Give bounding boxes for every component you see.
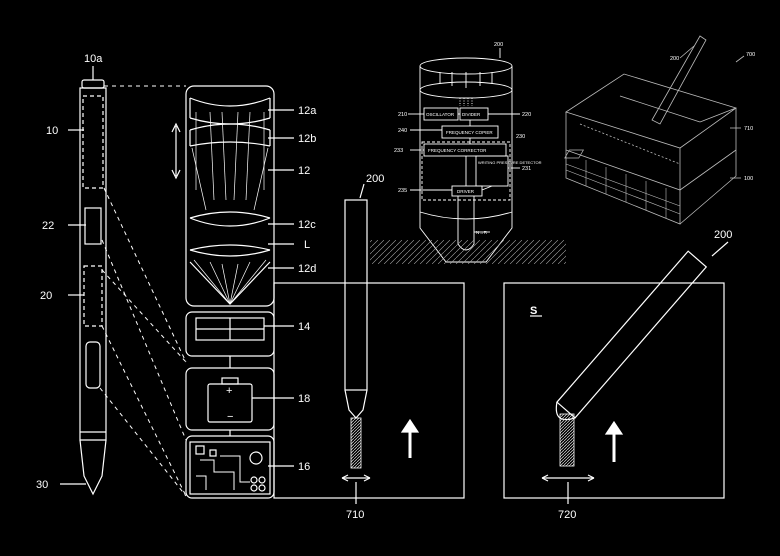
label-12d: 12d bbox=[298, 263, 316, 275]
label-710: 710 bbox=[346, 509, 364, 521]
battery-plus-icon: + bbox=[226, 385, 232, 397]
block-divider: DIVIDER bbox=[462, 112, 481, 117]
tablet-figure-ref: 700 bbox=[746, 52, 755, 58]
label-12b: 12b bbox=[298, 133, 316, 145]
label-10a: 10a bbox=[84, 53, 103, 65]
label-18: 18 bbox=[298, 393, 310, 405]
label-30: 30 bbox=[36, 479, 48, 491]
block-frequency-corrector: FREQUENCY CORRECTOR bbox=[428, 148, 487, 153]
block-frequency-corrector-ref: 233 bbox=[394, 148, 403, 154]
frame-vertical-pen bbox=[274, 184, 464, 504]
pen-body bbox=[80, 80, 106, 494]
block-driver: DRIVER bbox=[457, 189, 475, 194]
tablet-panel-ref: 710 bbox=[744, 126, 753, 132]
lens-assembly bbox=[172, 86, 274, 306]
tablet-base-ref: 100 bbox=[744, 176, 753, 182]
label-L: L bbox=[304, 239, 310, 251]
projection-lines bbox=[100, 86, 186, 496]
label-10: 10 bbox=[46, 125, 58, 137]
block-frequency-copier: FREQUENCY COPIER bbox=[446, 130, 493, 135]
label-22: 22 bbox=[42, 220, 54, 232]
circuit-board-16 bbox=[186, 436, 274, 498]
block-field-label: N→R bbox=[476, 230, 488, 235]
block-group-ref: 230 bbox=[516, 134, 525, 140]
label-16: 16 bbox=[298, 461, 310, 473]
block-divider-ref: 220 bbox=[522, 112, 531, 118]
frame-tilted-pen bbox=[504, 242, 728, 504]
tablet-pen-ref: 200 bbox=[670, 56, 679, 62]
label-14: 14 bbox=[298, 321, 310, 333]
label-12a: 12a bbox=[298, 105, 317, 117]
tablet-illustration bbox=[565, 36, 744, 224]
label-20: 20 bbox=[40, 290, 52, 302]
block-frequency-copier-ref: 240 bbox=[398, 128, 407, 134]
block-oscillator: OSCILLATOR bbox=[426, 112, 455, 117]
label-12: 12 bbox=[298, 165, 310, 177]
label-200-tilted: 200 bbox=[714, 229, 732, 241]
pen-block-diagram bbox=[370, 48, 566, 264]
label-S: S bbox=[530, 305, 537, 317]
sensor-14 bbox=[186, 312, 274, 356]
block-writing-pressure-detector: WRITING PRESSURE DETECTOR bbox=[478, 160, 542, 165]
block-pen-ref: 200 bbox=[494, 42, 503, 48]
battery-minus-icon: − bbox=[227, 411, 233, 423]
block-driver-ref: 235 bbox=[398, 188, 407, 194]
label-12c: 12c bbox=[298, 219, 316, 231]
block-oscillator-ref: 210 bbox=[398, 112, 407, 118]
label-720: 720 bbox=[558, 509, 576, 521]
block-writing-pressure-detector-ref: 231 bbox=[522, 166, 531, 172]
label-200-vertical: 200 bbox=[366, 173, 384, 185]
